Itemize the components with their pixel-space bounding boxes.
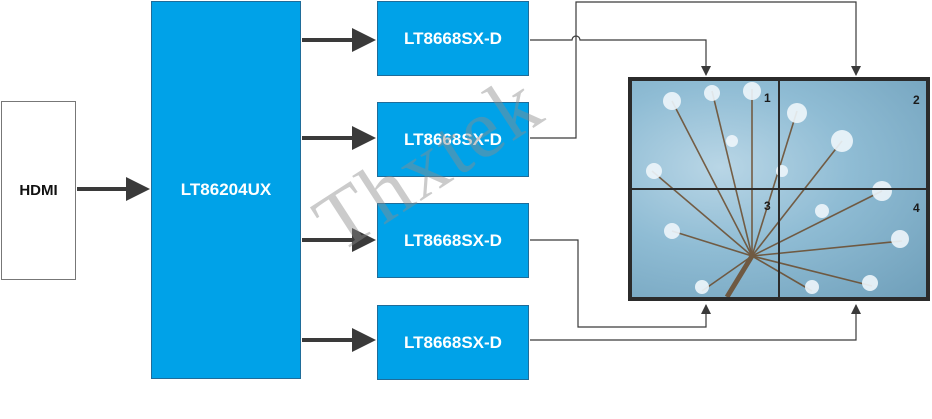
converter-label-3: LT8668SX-D [404,230,502,250]
converter-2-to-panel-2-connector [530,1,861,139]
panel-number-4: 4 [913,201,920,215]
panel-divider-horizontal [632,188,926,190]
converter-block-1: LT8668SX-D [377,1,529,76]
converter-3-to-panel-3-connector [530,239,711,328]
converter-label-2: LT8668SX-D [404,129,502,149]
dandelion-illustration [646,82,909,297]
converter-4-to-panel-4-connector [530,304,861,341]
hdmi-input-block: HDMI [1,101,76,280]
converter-label-4: LT8668SX-D [404,332,502,352]
splitter-chip-block: LT86204UX [151,1,301,379]
converter-block-4: LT8668SX-D [377,305,529,380]
converter-block-2: LT8668SX-D [377,102,529,177]
video-wall-image: 1 2 3 4 [632,81,926,297]
panel-number-3: 3 [764,199,771,213]
hdmi-label: HDMI [19,182,58,199]
converter-1-to-panel-1-connector [530,35,711,76]
panel-number-1: 1 [764,91,771,105]
video-wall-display: 1 2 3 4 [628,77,930,301]
converter-label-1: LT8668SX-D [404,28,502,48]
panel-number-2: 2 [913,93,920,107]
splitter-chip-label: LT86204UX [180,180,272,199]
converter-block-3: LT8668SX-D [377,203,529,278]
